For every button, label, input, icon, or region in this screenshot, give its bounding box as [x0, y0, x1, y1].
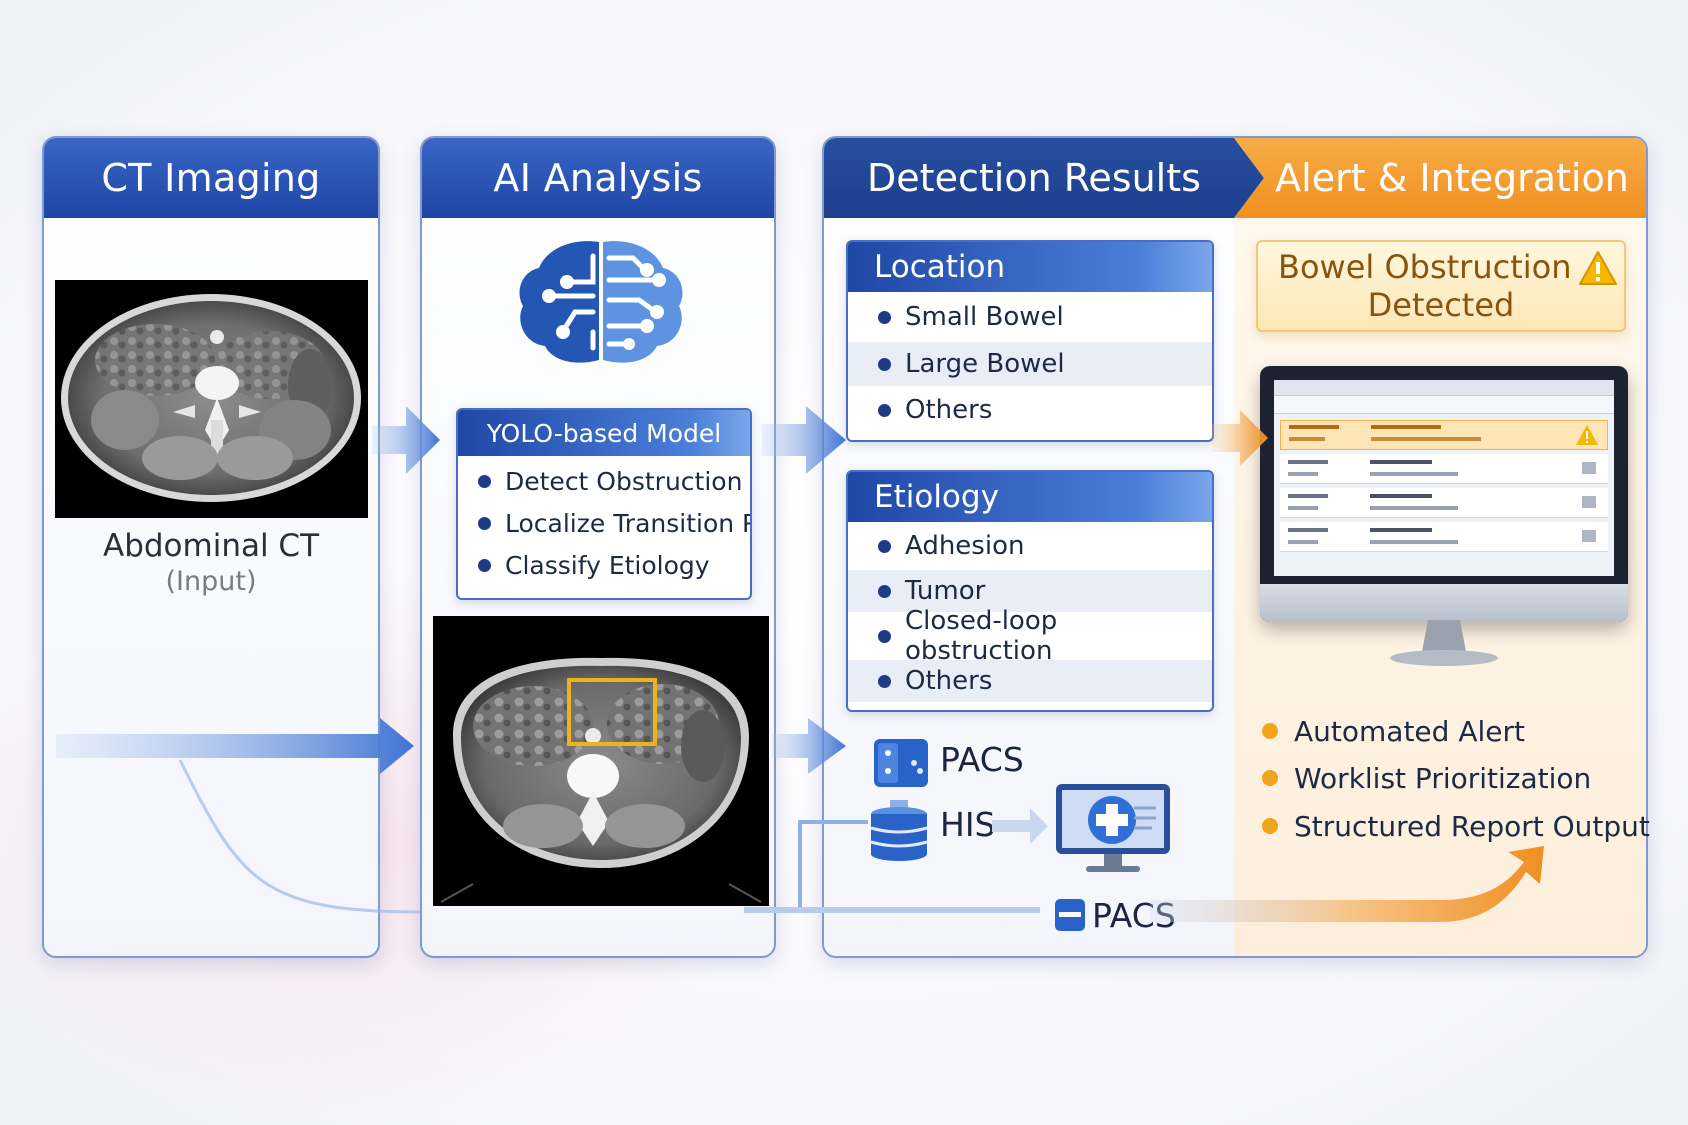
pacs-server-icon [874, 739, 928, 787]
yolo-model-box: YOLO-based Model Detect Obstruction Loca… [456, 408, 752, 600]
worklist-row[interactable] [1280, 488, 1608, 518]
monitor-medical-icon [1056, 784, 1170, 872]
panel-ai-analysis-title: AI Analysis [422, 138, 774, 218]
detection-results-header [824, 138, 1264, 218]
panel-ct-imaging: CT Imaging [42, 136, 380, 958]
alert-feature-item: Automated Alert [1262, 708, 1650, 754]
monitor-stand [1390, 620, 1498, 666]
yolo-item: Localize Transition Point [458, 502, 750, 544]
alert-integration-header [1234, 138, 1646, 218]
ct-input-image [55, 280, 368, 518]
alert-banner-line1: Bowel Obstruction [1278, 248, 1572, 286]
ct-input-caption: Abdominal CT [102, 528, 320, 564]
brain-circuit-icon [519, 241, 683, 363]
alert-feature-item: Worklist Prioritization [1262, 754, 1650, 802]
location-item: Others [848, 386, 1212, 434]
alert-feature-item: Structured Report Output [1262, 802, 1650, 850]
monitor-bezel-bottom [1260, 584, 1628, 622]
ct-analyzed-image [433, 616, 769, 906]
etiology-item: Others [848, 660, 1212, 702]
location-title: Location [848, 242, 1212, 292]
alert-banner [1256, 240, 1626, 332]
pacs-bottom-icon [1055, 899, 1085, 931]
etiology-item: Adhesion [848, 522, 1212, 570]
his-database-icon [870, 800, 928, 861]
etiology-title: Etiology [848, 472, 1212, 522]
warning-icon [1579, 251, 1617, 285]
his-label: HIS [940, 805, 996, 844]
etiology-box: Etiology Adhesion Tumor Closed-loop obst… [846, 470, 1214, 712]
alert-feature-list: Automated Alert Worklist Prioritization … [1262, 708, 1650, 850]
etiology-item: Tumor [848, 570, 1212, 612]
worklist-monitor [1260, 366, 1628, 622]
worklist-row-priority[interactable] [1280, 420, 1608, 450]
location-box: Location Small Bowel Large Bowel Others [846, 240, 1214, 442]
yolo-model-title: YOLO-based Model [458, 410, 750, 456]
location-item: Large Bowel [848, 342, 1212, 386]
detection-results-title: Detection Results [867, 156, 1201, 200]
location-item: Small Bowel [848, 292, 1212, 342]
screen-toolbar [1274, 380, 1614, 396]
yolo-item: Detect Obstruction [458, 460, 750, 502]
screen-filter-bar [1274, 396, 1614, 414]
worklist-row[interactable] [1280, 522, 1608, 552]
yolo-item: Classify Etiology [458, 544, 750, 586]
pacs-bottom-label: PACS [1092, 896, 1176, 935]
transition-point-highlight-box [567, 678, 657, 746]
ct-input-caption-sub: (Input) [165, 566, 257, 597]
worklist-row[interactable] [1280, 454, 1608, 484]
worklist-screen [1274, 380, 1614, 576]
alert-banner-line2: Detected [1367, 286, 1515, 324]
etiology-item: Closed-loop obstruction [848, 606, 1212, 666]
alert-integration-title: Alert & Integration [1275, 156, 1629, 200]
panel-ct-imaging-title: CT Imaging [44, 138, 378, 218]
pacs-label: PACS [940, 740, 1024, 779]
